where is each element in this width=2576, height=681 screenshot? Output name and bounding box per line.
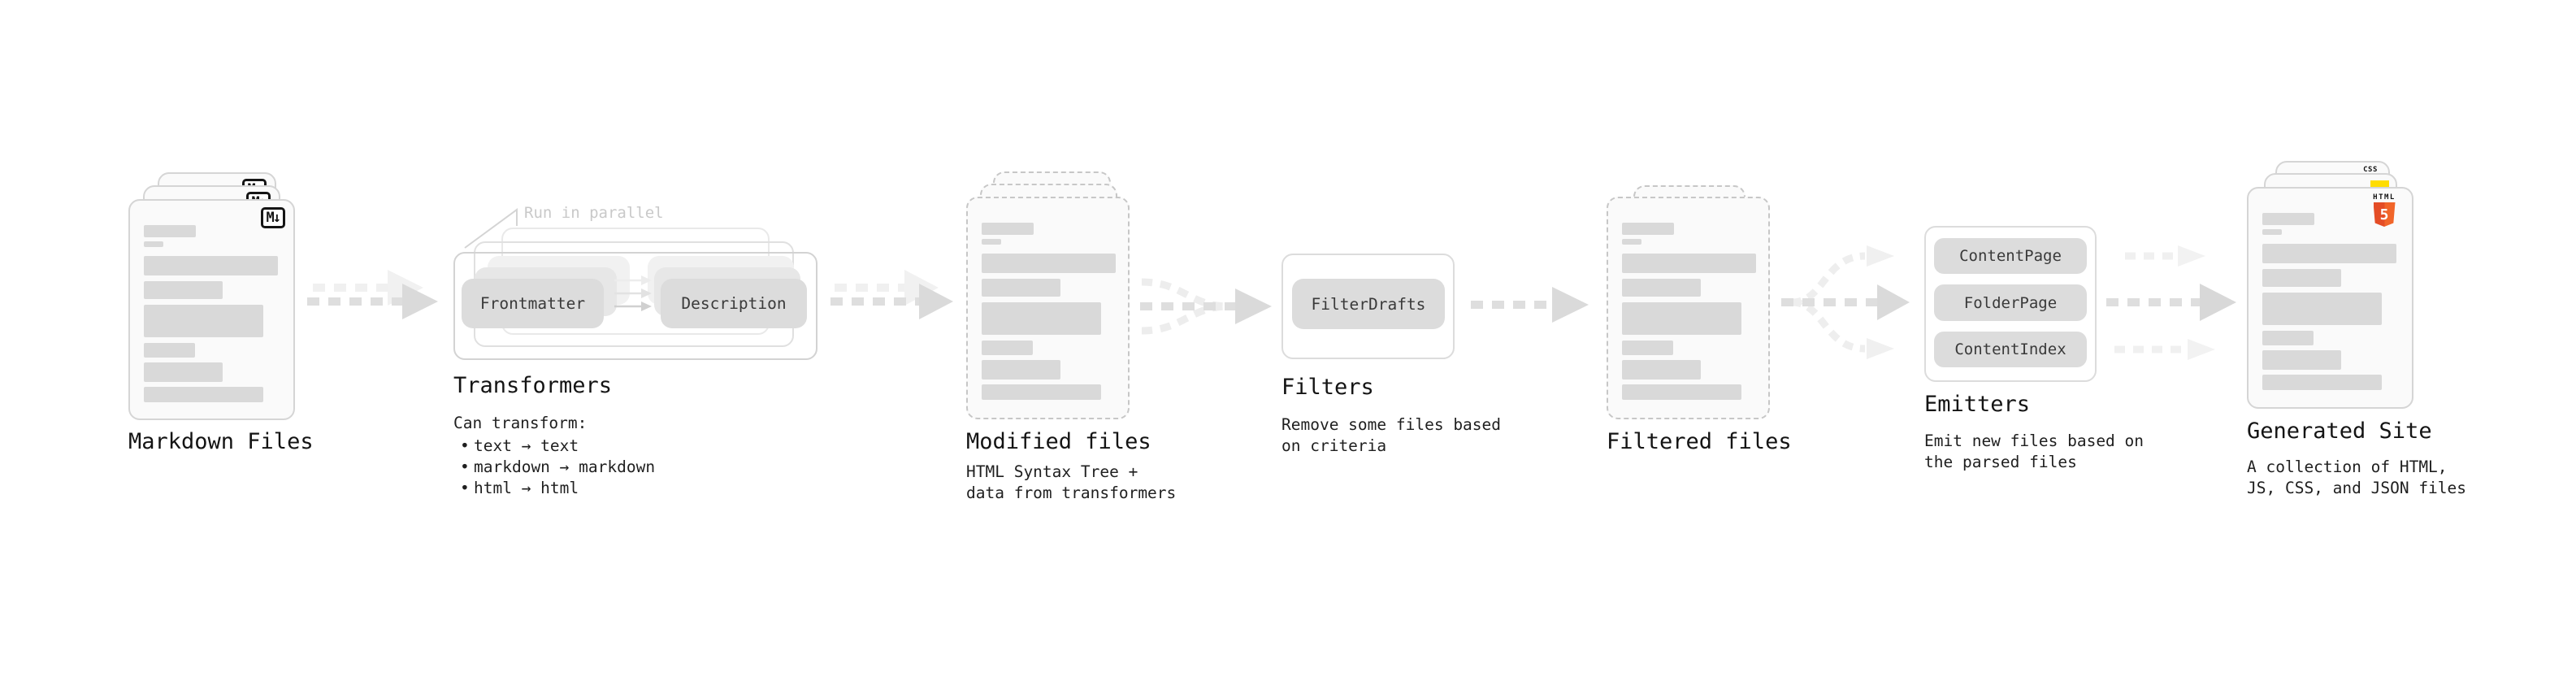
- placeholder-bar: [982, 384, 1101, 400]
- placeholder-bar: [982, 302, 1101, 335]
- placeholder-bar: [1622, 279, 1701, 297]
- placeholder-bar: [2262, 331, 2314, 345]
- emitters-frame: [1924, 226, 2097, 382]
- markdown-file-card: M↓: [128, 199, 295, 420]
- placeholder-bar: [1622, 223, 1674, 235]
- placeholder-bar: [982, 360, 1060, 380]
- run-in-parallel-annotation: Run in parallel: [524, 204, 664, 222]
- placeholder-bar: [982, 239, 1001, 245]
- flow-arrow-emitters-to-site-icon: [2106, 245, 2236, 360]
- filters-desc-line2: on criteria: [1281, 436, 1387, 455]
- placeholder-bar: [1622, 254, 1756, 273]
- filtered-files-label: Filtered files: [1607, 429, 1792, 454]
- placeholder-bar: [2262, 229, 2282, 235]
- placeholder-bar: [2262, 350, 2341, 370]
- placeholder-bar: [2262, 293, 2382, 325]
- html5-icon: HTML 5: [2366, 193, 2402, 227]
- placeholder-bar: [1622, 340, 1673, 355]
- modified-files-desc-line2: data from transformers: [966, 484, 1177, 502]
- transformers-heading: Can transform:: [453, 414, 588, 432]
- filtered-file-card: [1607, 197, 1770, 419]
- placeholder-bar: [982, 279, 1060, 297]
- placeholder-bar: [144, 362, 223, 382]
- markdown-icon: M↓: [260, 207, 285, 228]
- placeholder-bar: [2262, 244, 2396, 263]
- placeholder-bar: [144, 256, 278, 275]
- placeholder-bar: [1622, 360, 1701, 380]
- bullet-text: text → text: [474, 436, 579, 455]
- placeholder-bar: [144, 225, 196, 237]
- bullet-dot: •: [460, 436, 470, 455]
- flow-arrow-modified-to-filters-icon: [1140, 278, 1272, 335]
- transformers-bullets: • text → text • markdown → markdown • ht…: [460, 436, 655, 499]
- bullet-item: • text → text: [460, 436, 655, 457]
- placeholder-bar: [2262, 213, 2314, 225]
- placeholder-bar: [1622, 384, 1741, 400]
- filters-frame: [1281, 254, 1455, 359]
- bullet-dot: •: [460, 458, 470, 476]
- generated-site-label: Generated Site: [2247, 419, 2432, 444]
- placeholder-bar: [144, 241, 163, 247]
- placeholder-bar: [144, 281, 223, 299]
- contentpage-pill: ContentPage: [1934, 238, 2087, 274]
- transformer-frame: [453, 252, 817, 360]
- annotation-leader-line: [464, 208, 518, 249]
- contentindex-pill: ContentIndex: [1934, 332, 2087, 367]
- flow-arrow-transformers-to-modified-icon: [830, 270, 953, 319]
- placeholder-bar: [2262, 375, 2382, 390]
- generated-site-desc-line1: A collection of HTML,: [2247, 458, 2448, 476]
- frontmatter-pill: Frontmatter: [462, 279, 604, 328]
- site-file-card-html: HTML 5: [2247, 187, 2413, 409]
- placeholder-bar: [144, 305, 263, 337]
- placeholder-bar: [144, 343, 195, 358]
- transformers-label: Transformers: [453, 373, 613, 398]
- bullet-item: • markdown → markdown: [460, 457, 655, 478]
- modified-files-desc-line1: HTML Syntax Tree +: [966, 462, 1138, 481]
- placeholder-bar: [1622, 239, 1641, 245]
- emitters-desc-line1: Emit new files based on: [1924, 432, 2144, 450]
- placeholder-bar: [144, 387, 263, 402]
- filterdrafts-pill: FilterDrafts: [1292, 279, 1445, 329]
- placeholder-bar: [982, 223, 1034, 235]
- bullet-text: markdown → markdown: [474, 458, 656, 476]
- generated-site-desc-line2: JS, CSS, and JSON files: [2247, 479, 2467, 497]
- placeholder-bar: [982, 254, 1116, 273]
- placeholder-bar: [1622, 302, 1741, 335]
- emitters-desc-line2: the parsed files: [1924, 453, 2077, 471]
- modified-files-label: Modified files: [966, 429, 1151, 454]
- parallel-arrows-icon: [614, 275, 652, 311]
- filters-label: Filters: [1281, 375, 1374, 400]
- bullet-text: html → html: [474, 479, 579, 497]
- markdown-files-label: Markdown Files: [128, 429, 314, 454]
- placeholder-bar: [982, 340, 1033, 355]
- folderpage-pill: FolderPage: [1934, 284, 2087, 321]
- bullet-item: • html → html: [460, 478, 655, 499]
- description-pill: Description: [661, 279, 807, 328]
- emitters-label: Emitters: [1924, 392, 2031, 417]
- modified-file-card: [966, 197, 1130, 419]
- filters-desc-line1: Remove some files based: [1281, 415, 1502, 434]
- bullet-dot: •: [460, 479, 470, 497]
- flow-arrow-filtered-to-emitters-icon: [1781, 245, 1910, 359]
- flow-arrow-markdown-to-transformers-icon: [307, 270, 438, 319]
- placeholder-bar: [2262, 269, 2341, 287]
- flow-arrow-filters-to-filtered-icon: [1471, 287, 1589, 323]
